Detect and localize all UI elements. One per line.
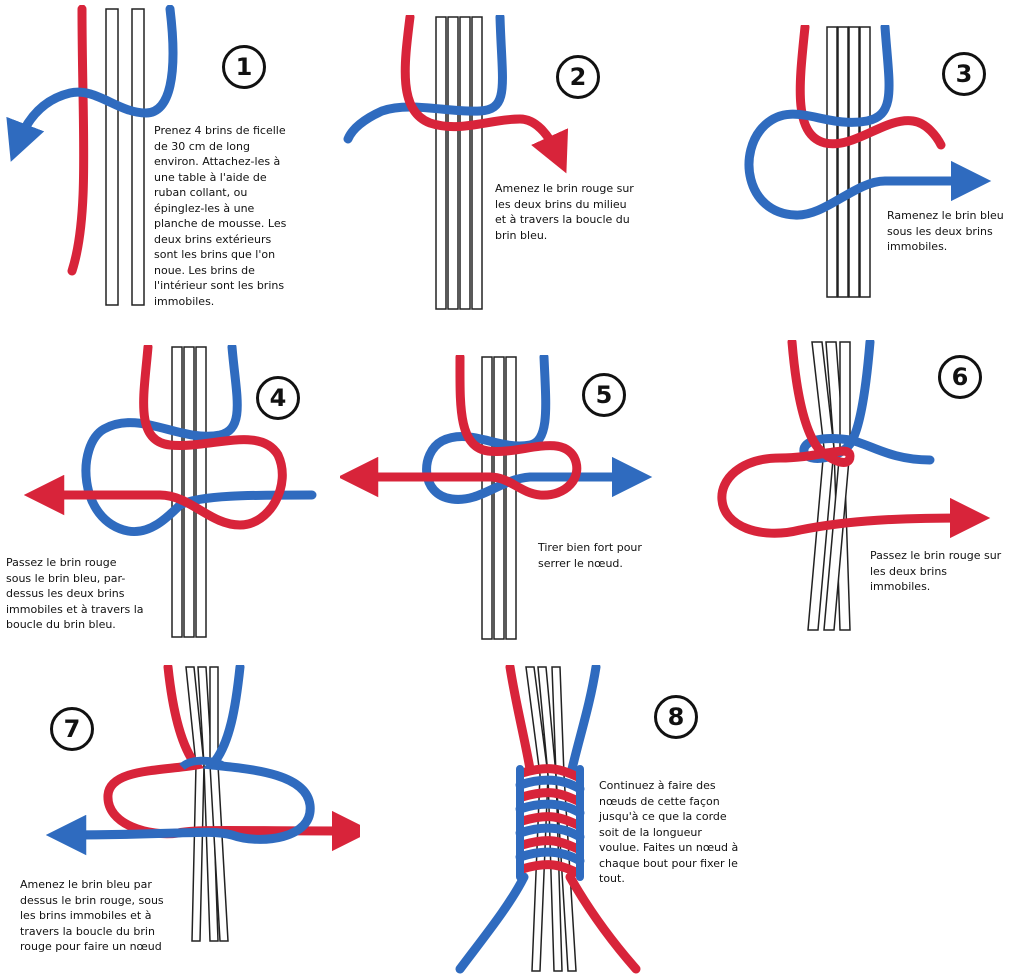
step-number-badge: 6 xyxy=(938,355,982,399)
instruction-line: épinglez-les à une xyxy=(154,201,255,215)
knot-wrap xyxy=(179,756,224,771)
instruction-line: Amenez le brin bleu par xyxy=(20,878,152,891)
red-strand xyxy=(67,5,89,276)
immobile-strands xyxy=(171,346,207,638)
step-7-illustration xyxy=(45,665,360,942)
red-strand xyxy=(795,25,946,150)
instruction-line: brin bleu. xyxy=(495,228,548,242)
instruction-line: sont les brins que l'on xyxy=(154,248,276,261)
instruction-line: l'intérieur sont les brins xyxy=(154,279,285,292)
immobile-strands xyxy=(481,356,517,640)
instruction-line: dessus les deux brins xyxy=(6,587,125,600)
instruction-line: boucle du brin bleu. xyxy=(6,618,116,631)
instruction-line: Passez le brin rouge xyxy=(6,556,117,569)
step-7-panel: 7 Amenez le brin bleu par dessus le brin… xyxy=(0,665,360,970)
instruction-line: deux brins extérieurs xyxy=(154,232,272,246)
step-number-badge: 1 xyxy=(222,45,266,89)
step-3-instructions: Ramenez le brin bleu sous les deux brins… xyxy=(887,208,1004,255)
blue-strand xyxy=(455,665,601,974)
instruction-line: les deux brins xyxy=(870,564,948,578)
step-2-instructions: Amenez le brin rouge sur les deux brins … xyxy=(495,181,634,243)
blue-strand xyxy=(6,5,178,162)
immobile-strands xyxy=(826,26,871,298)
instruction-line: ruban collant, ou xyxy=(154,186,248,199)
instruction-line: serrer le nœud. xyxy=(538,556,623,570)
immobile-strands xyxy=(185,666,229,942)
step-8-illustration xyxy=(455,665,641,974)
step-6-illustration xyxy=(717,340,991,631)
instruction-line: immobiles. xyxy=(887,240,948,253)
instruction-line: Ramenez le brin bleu xyxy=(887,209,1004,222)
blue-strand xyxy=(343,15,507,144)
step-1-panel: 1 Prenez 4 brins de ficelle de 30 cm de … xyxy=(0,5,310,325)
red-strand xyxy=(717,340,991,539)
red-strand xyxy=(340,355,582,500)
instruction-line: tout. xyxy=(599,872,625,885)
instruction-line: Prenez 4 brins de ficelle xyxy=(154,124,286,137)
instruction-line: sous le brin bleu, par- xyxy=(6,571,126,585)
step-3-panel: 3 Ramenez le brin bleu sous les deux bri… xyxy=(675,25,1024,315)
instruction-line: sous les deux brins xyxy=(887,224,993,238)
instruction-line: Continuez à faire des xyxy=(599,779,716,792)
step-4-instructions: Passez le brin rouge sous le brin bleu, … xyxy=(6,555,144,633)
step-5-instructions: Tirer bien fort pour serrer le nœud. xyxy=(538,540,642,571)
step-1-instructions: Prenez 4 brins de ficelle de 30 cm de lo… xyxy=(154,123,286,309)
step-8-panel: 8 Continuez à faire des nœuds de cette f… xyxy=(400,665,770,975)
step-5-illustration xyxy=(340,355,653,640)
step-number-badge: 5 xyxy=(582,373,626,417)
step-number-badge: 4 xyxy=(256,376,300,420)
instruction-line: les brins immobiles et à xyxy=(20,909,152,922)
step-2-illustration xyxy=(343,15,569,310)
step-2-panel: 2 Amenez le brin rouge sur les deux brin… xyxy=(330,15,660,315)
step-7-instructions: Amenez le brin bleu par dessus le brin r… xyxy=(20,877,164,955)
instruction-line: immobiles. xyxy=(870,580,931,593)
blue-strand xyxy=(422,355,653,504)
red-strand xyxy=(505,665,641,974)
blue-strand xyxy=(45,665,315,856)
instruction-line: et à travers la boucle du xyxy=(495,213,630,226)
step-number-badge: 2 xyxy=(556,55,600,99)
step-number-badge: 8 xyxy=(654,695,698,739)
knot-column xyxy=(515,764,585,881)
immobile-strands xyxy=(807,341,851,631)
step-number-badge: 7 xyxy=(50,707,94,751)
instruction-line: les deux brins du milieu xyxy=(495,197,627,211)
instruction-line: noue. Les brins de xyxy=(154,263,255,277)
instruction-line: chaque bout pour fixer le xyxy=(599,856,738,870)
step-3-illustration xyxy=(744,25,992,298)
step-1-illustration xyxy=(6,5,178,306)
instruction-line: dessus le brin rouge, sous xyxy=(20,893,164,907)
step-number-badge: 3 xyxy=(942,52,986,96)
step-4-illustration xyxy=(23,345,317,638)
step-6-instructions: Passez le brin rouge sur les deux brins … xyxy=(870,548,1001,595)
immobile-strands xyxy=(105,8,145,306)
immobile-strands xyxy=(435,16,483,310)
instruction-line: jusqu'à ce que la corde xyxy=(599,810,727,823)
step-5-panel: 5 Tirer bien fort pour serrer le nœud. xyxy=(340,355,660,645)
step-6-panel: 6 Passez le brin rouge sur les deux brin… xyxy=(700,340,1024,640)
red-strand xyxy=(400,15,569,174)
instruction-line: planche de mousse. Les xyxy=(154,217,287,230)
instruction-line: travers la boucle du brin xyxy=(20,924,155,938)
instruction-line: de 30 cm de long xyxy=(154,139,250,153)
instruction-line: Amenez le brin rouge sur xyxy=(495,182,634,195)
step-8-instructions: Continuez à faire des nœuds de cette faç… xyxy=(599,778,738,887)
step-4-panel: 4 Passez le brin rouge sous le brin bleu… xyxy=(0,345,320,645)
instruction-line: une table à l'aide de xyxy=(154,170,267,184)
instruction-line: voulue. Faites un nœud à xyxy=(599,841,739,854)
instruction-line: environ. Attachez-les à xyxy=(154,155,281,168)
red-strand xyxy=(23,345,287,530)
instruction-line: nœuds de cette façon xyxy=(599,794,720,808)
instruction-line: rouge pour faire un nœud xyxy=(20,940,162,953)
instruction-line: soit de la longueur xyxy=(599,825,702,839)
instruction-line: Passez le brin rouge sur xyxy=(870,549,1002,562)
instruction-line: immobiles et à travers la xyxy=(6,602,144,616)
red-strand xyxy=(103,665,360,852)
blue-strand xyxy=(744,25,992,220)
instruction-line: immobiles. xyxy=(154,294,215,308)
instruction-line: Tirer bien fort pour xyxy=(538,541,642,554)
